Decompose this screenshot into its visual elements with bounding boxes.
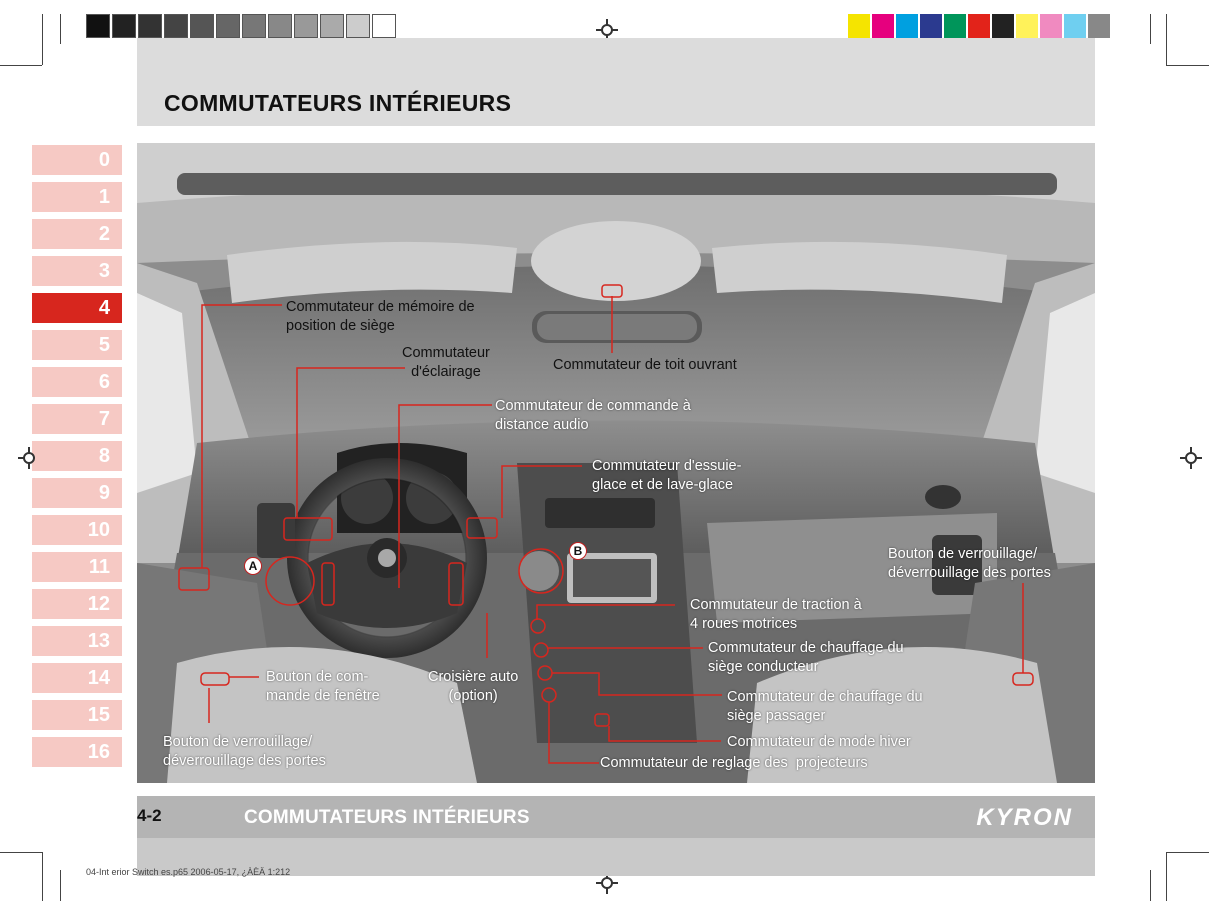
footer-title: COMMUTATEURS INTÉRIEURS [244,807,530,828]
chapter-tab-2[interactable]: 2 [32,219,122,249]
crop-mark [1166,14,1167,65]
crop-mark [1166,852,1209,853]
chapter-tab-5[interactable]: 5 [32,330,122,360]
chapter-tab-11[interactable]: 11 [32,552,122,582]
label-window-button: Bouton de com- mande de fenêtre [266,669,380,704]
callout-b-marker: B [569,542,587,560]
color-calibration-bar [848,14,1112,38]
page-footer: 4-2 COMMUTATEURS INTÉRIEURS KYRON [137,796,1095,876]
chapter-tab-8[interactable]: 8 [32,441,122,471]
brand-logo: KYRON [976,804,1073,831]
chapter-tab-6[interactable]: 6 [32,367,122,397]
interior-photo: A B Commutateur de mémoire de position d… [137,143,1095,783]
registration-mark-bottom [596,872,618,894]
chapter-tab-14[interactable]: 14 [32,663,122,693]
crop-mark [1166,65,1209,66]
label-passenger-seat-heat-switch: Commutateur de chauffage du siège passag… [727,689,923,724]
crop-mark [42,14,43,65]
label-lighting-switch: Commutateur d'éclairage [402,345,490,380]
registration-mark-top [596,19,618,41]
grayscale-calibration-bar [86,14,398,38]
dashboard-illustration [137,143,1095,783]
label-door-lock-right: Bouton de verrouillage/ déverrouillage d… [888,546,1051,581]
page-title: COMMUTATEURS INTÉRIEURS [164,90,512,116]
page-header: COMMUTATEURS INTÉRIEURS [137,38,1095,126]
chapter-tabs: 0 1 2 3 4 5 6 7 8 9 10 11 12 13 14 15 16 [32,145,122,774]
chapter-tab-16[interactable]: 16 [32,737,122,767]
crop-mark [1166,852,1167,901]
label-door-lock-left: Bouton de verrouillage/ déverrouillage d… [163,734,326,769]
label-headlamp-level-switch: Commutateur de reglage des projecteurs [600,755,868,771]
chapter-tab-10[interactable]: 10 [32,515,122,545]
registration-mark-left [18,447,40,469]
crop-mark [42,852,43,901]
label-driver-seat-heat-switch: Commutateur de chauffage du siège conduc… [708,640,904,675]
crop-mark [1150,870,1151,901]
chapter-tab-15[interactable]: 15 [32,700,122,730]
crop-mark [0,65,42,66]
print-file-info: 04-Int erior Switch es.p65 2006-05-17, ¿… [86,867,291,877]
label-4wd-switch: Commutateur de traction à 4 roues motric… [690,597,862,632]
chapter-tab-12[interactable]: 12 [32,589,122,619]
label-seat-memory-switch: Commutateur de mémoire de position de si… [286,299,475,334]
crop-mark [60,14,61,44]
crop-mark [1150,14,1151,44]
label-wiper-switch: Commutateur d'essuie- glace et de lave-g… [592,458,742,493]
label-audio-remote-switch: Commutateur de commande à distance audio [495,398,691,433]
crop-mark [0,852,42,853]
registration-mark-right [1180,447,1202,469]
chapter-tab-4[interactable]: 4 [32,293,122,323]
chapter-tab-3[interactable]: 3 [32,256,122,286]
crop-mark [60,870,61,901]
label-sunroof-switch: Commutateur de toit ouvrant [553,357,737,373]
chapter-tab-9[interactable]: 9 [32,478,122,508]
label-cruise-control: Croisière auto (option) [428,669,519,704]
chapter-tab-0[interactable]: 0 [32,145,122,175]
page-number: 4-2 [137,806,162,825]
chapter-tab-1[interactable]: 1 [32,182,122,212]
callout-a-marker: A [244,557,262,575]
chapter-tab-13[interactable]: 13 [32,626,122,656]
chapter-tab-7[interactable]: 7 [32,404,122,434]
footer-band: 4-2 COMMUTATEURS INTÉRIEURS KYRON [137,796,1095,838]
label-winter-mode-switch: Commutateur de mode hiver [727,734,911,750]
